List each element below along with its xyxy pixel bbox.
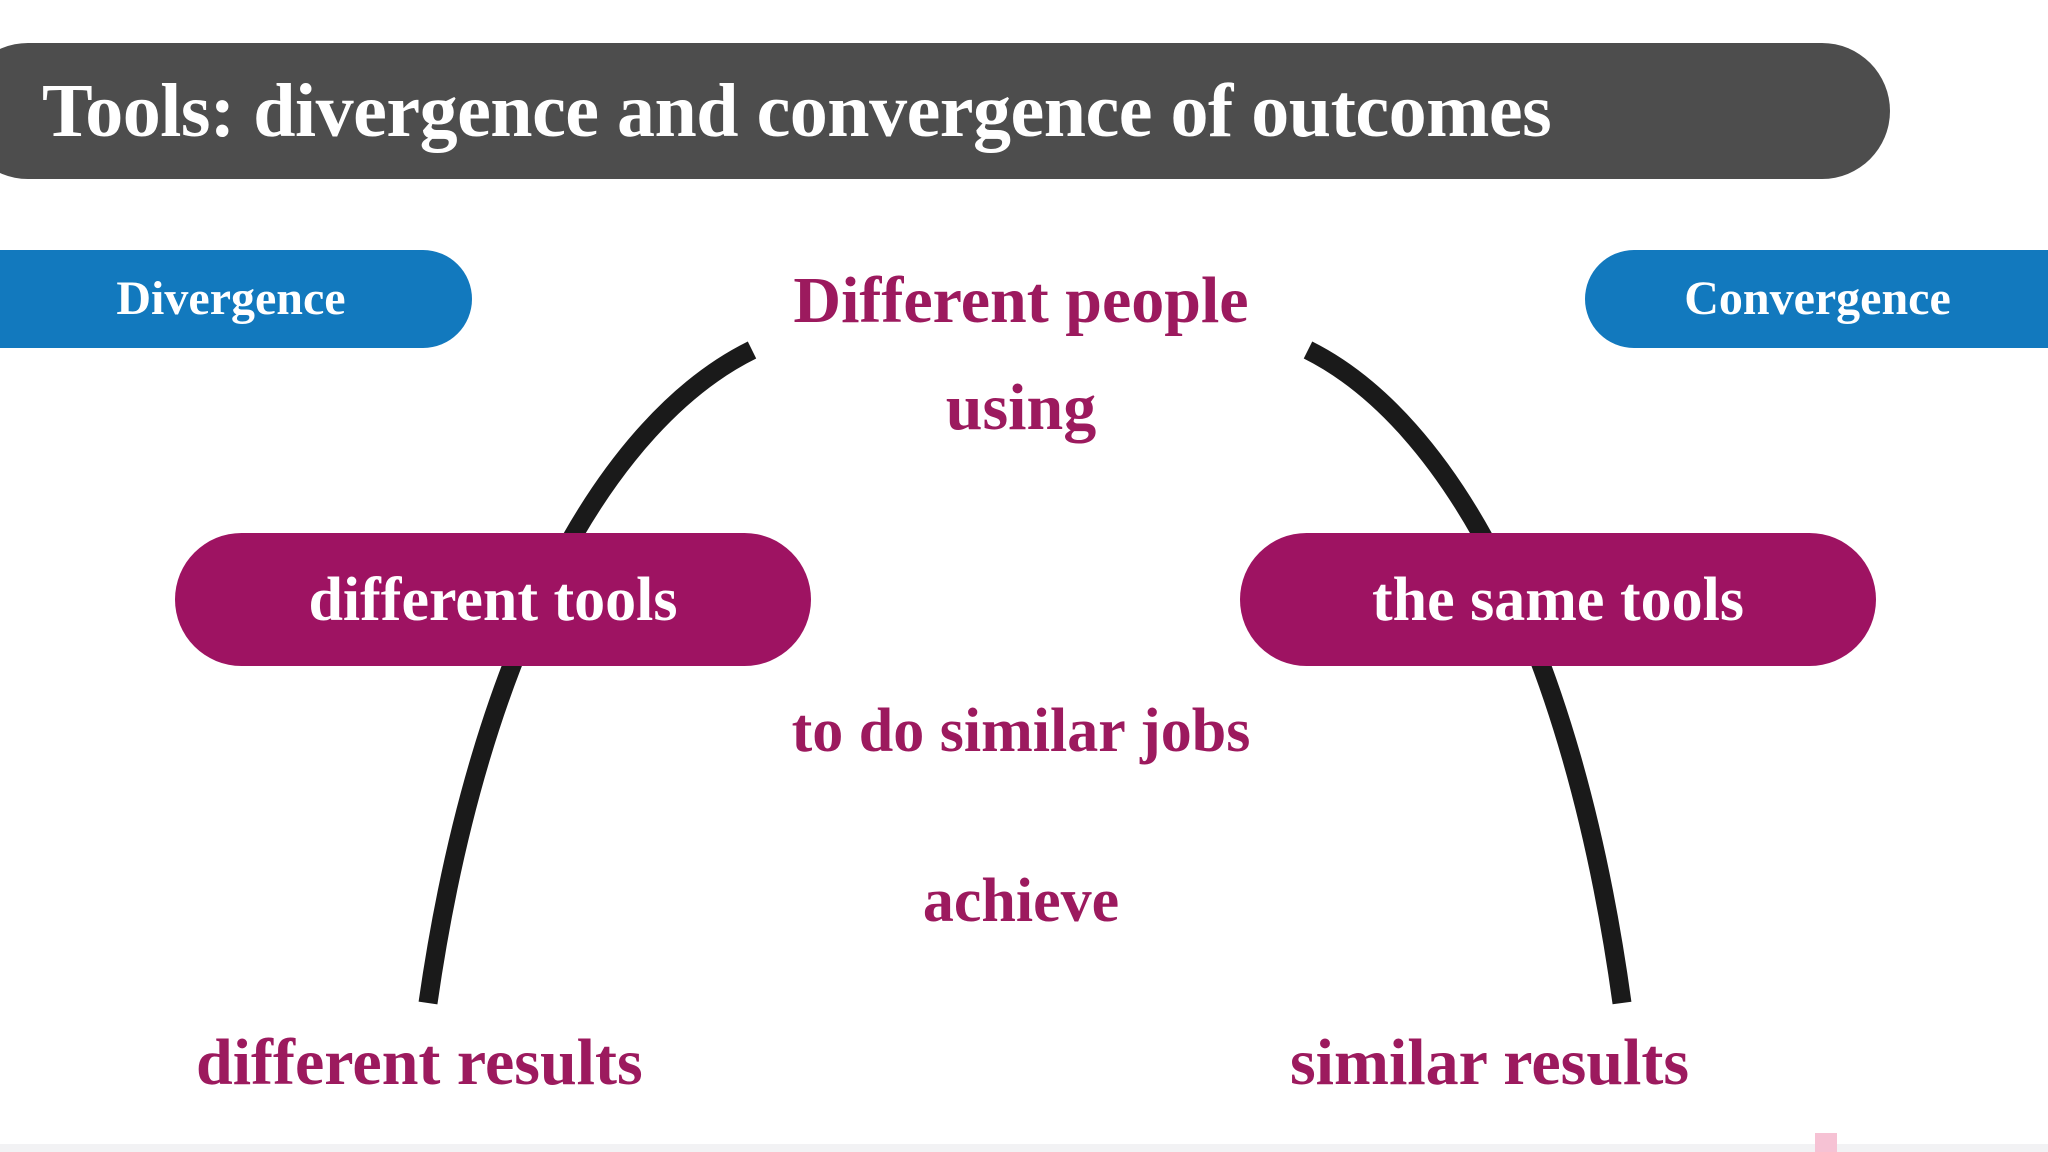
narrative-line-similar-jobs: to do similar jobs bbox=[791, 697, 1251, 765]
narrative-line-achieve: achieve bbox=[922, 867, 1120, 935]
divergence-badge-label: Divergence bbox=[116, 272, 346, 325]
different-tools-label: different tools bbox=[308, 565, 678, 634]
same-tools-pill: the same tools bbox=[1240, 533, 1876, 666]
convergence-badge-label: Convergence bbox=[1684, 272, 1951, 325]
narrative-line-using: using bbox=[945, 371, 1097, 444]
outcome-similar-results: similar results bbox=[1290, 1026, 1690, 1099]
outcome-different-results: different results bbox=[196, 1026, 643, 1099]
narrative-line-different-people: Different people bbox=[793, 264, 1249, 337]
different-tools-pill: different tools bbox=[175, 533, 811, 666]
title-banner: Tools: divergence and convergence of out… bbox=[0, 43, 1890, 179]
divergence-badge: Divergence bbox=[0, 250, 472, 348]
bottom-edge-rule bbox=[0, 1144, 2048, 1152]
convergence-badge: Convergence bbox=[1585, 250, 2048, 348]
page-title: Tools: divergence and convergence of out… bbox=[42, 69, 1552, 153]
pink-marker-artifact bbox=[1815, 1133, 1837, 1152]
same-tools-label: the same tools bbox=[1372, 565, 1744, 634]
